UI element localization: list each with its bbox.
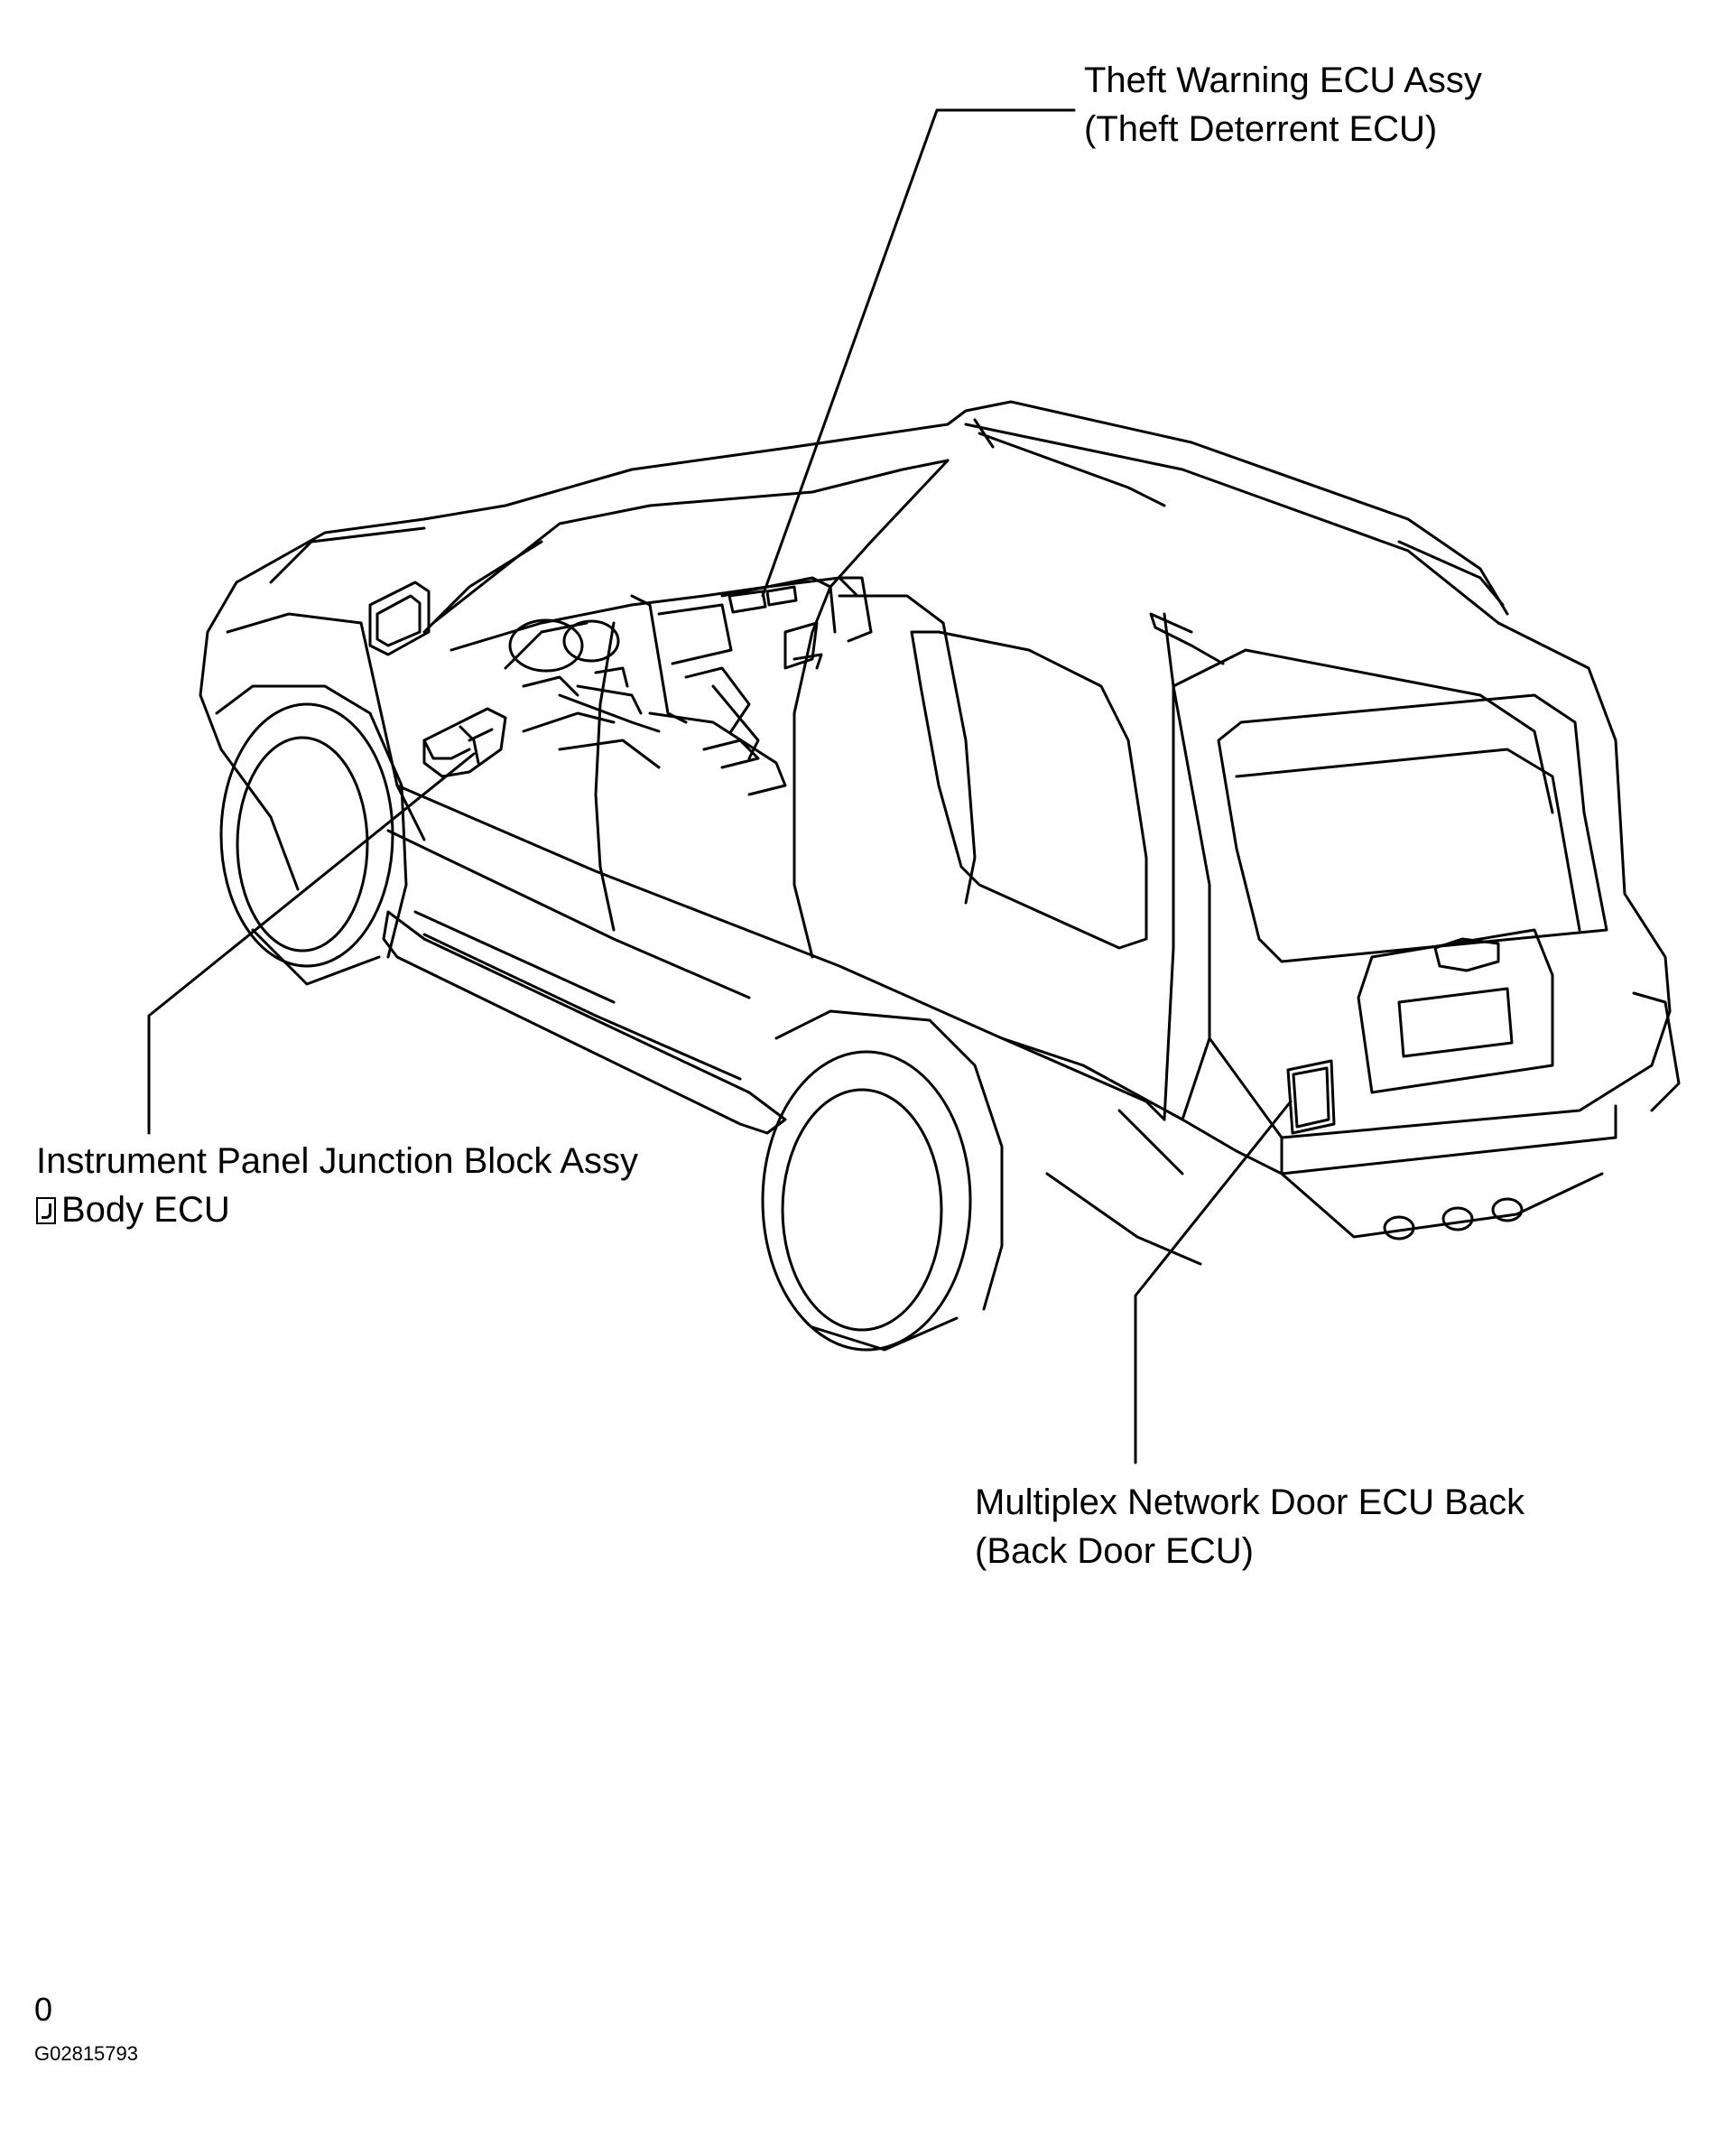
theft-warning-ecu-label: Theft Warning ECU Assy (Theft Deterrent … [1084, 56, 1482, 153]
leader-theft-warning [761, 108, 1076, 598]
suv-body-outline [199, 400, 1681, 1266]
junction-block-label: Instrument Panel Junction Block Assy Bod… [36, 1137, 638, 1234]
back-door-ecu [1286, 1059, 1336, 1135]
back-door-ecu-label-line2: (Back Door ECU) [975, 1531, 1254, 1571]
junction-block-label-line2: Body ECU [61, 1190, 230, 1230]
junction-block-label-line1: Instrument Panel Junction Block Assy [36, 1141, 638, 1181]
theft-warning-ecu-label-line1: Theft Warning ECU Assy [1084, 60, 1482, 100]
front-wheel [215, 684, 408, 986]
unknown-character-icon [36, 1197, 56, 1224]
theft-warning-ecu-label-line2: (Theft Deterrent ECU) [1084, 109, 1438, 149]
figure-id: G02815793 [34, 2042, 138, 2065]
page-marker: 0 [34, 1991, 53, 2028]
leader-lines [147, 108, 1293, 1464]
leader-back-door [1134, 1100, 1293, 1464]
junction-block-body-ecu [422, 707, 507, 778]
side-mirror [368, 581, 431, 656]
back-door-ecu-label: Multiplex Network Door ECU Back (Back Do… [975, 1478, 1524, 1575]
theft-warning-ecu [727, 585, 798, 614]
rear-wheel [761, 1009, 1004, 1352]
leader-junction-block [147, 752, 476, 1135]
dashboard-interior [449, 576, 873, 796]
junction-block-label-line2-row: Body ECU [36, 1185, 638, 1234]
back-door-ecu-label-line1: Multiplex Network Door ECU Back [975, 1482, 1525, 1522]
